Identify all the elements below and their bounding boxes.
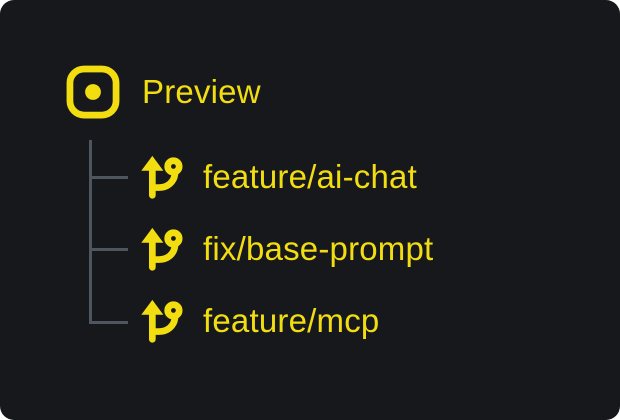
git-branch-icon — [137, 154, 183, 200]
git-branch-icon — [137, 226, 183, 272]
branch-label: fix/base-prompt — [203, 230, 434, 267]
tree-branch-connector — [89, 321, 128, 324]
tree-branch-connector — [89, 176, 128, 179]
branch-label: feature/mcp — [203, 302, 380, 339]
branch-label: feature/ai-chat — [203, 158, 417, 195]
preview-frame-dot-icon — [66, 65, 120, 119]
tree-item-feature-mcp[interactable]: feature/mcp — [137, 298, 379, 344]
tree-root-preview[interactable]: Preview — [66, 64, 261, 120]
tree-item-fix-base-prompt[interactable]: fix/base-prompt — [137, 226, 433, 272]
tree-item-feature-ai-chat[interactable]: feature/ai-chat — [137, 154, 417, 200]
tree-vertical-line — [89, 140, 92, 324]
git-branch-icon — [137, 298, 183, 344]
tree-root-label: Preview — [142, 73, 261, 110]
tree-branch-connector — [89, 248, 128, 251]
